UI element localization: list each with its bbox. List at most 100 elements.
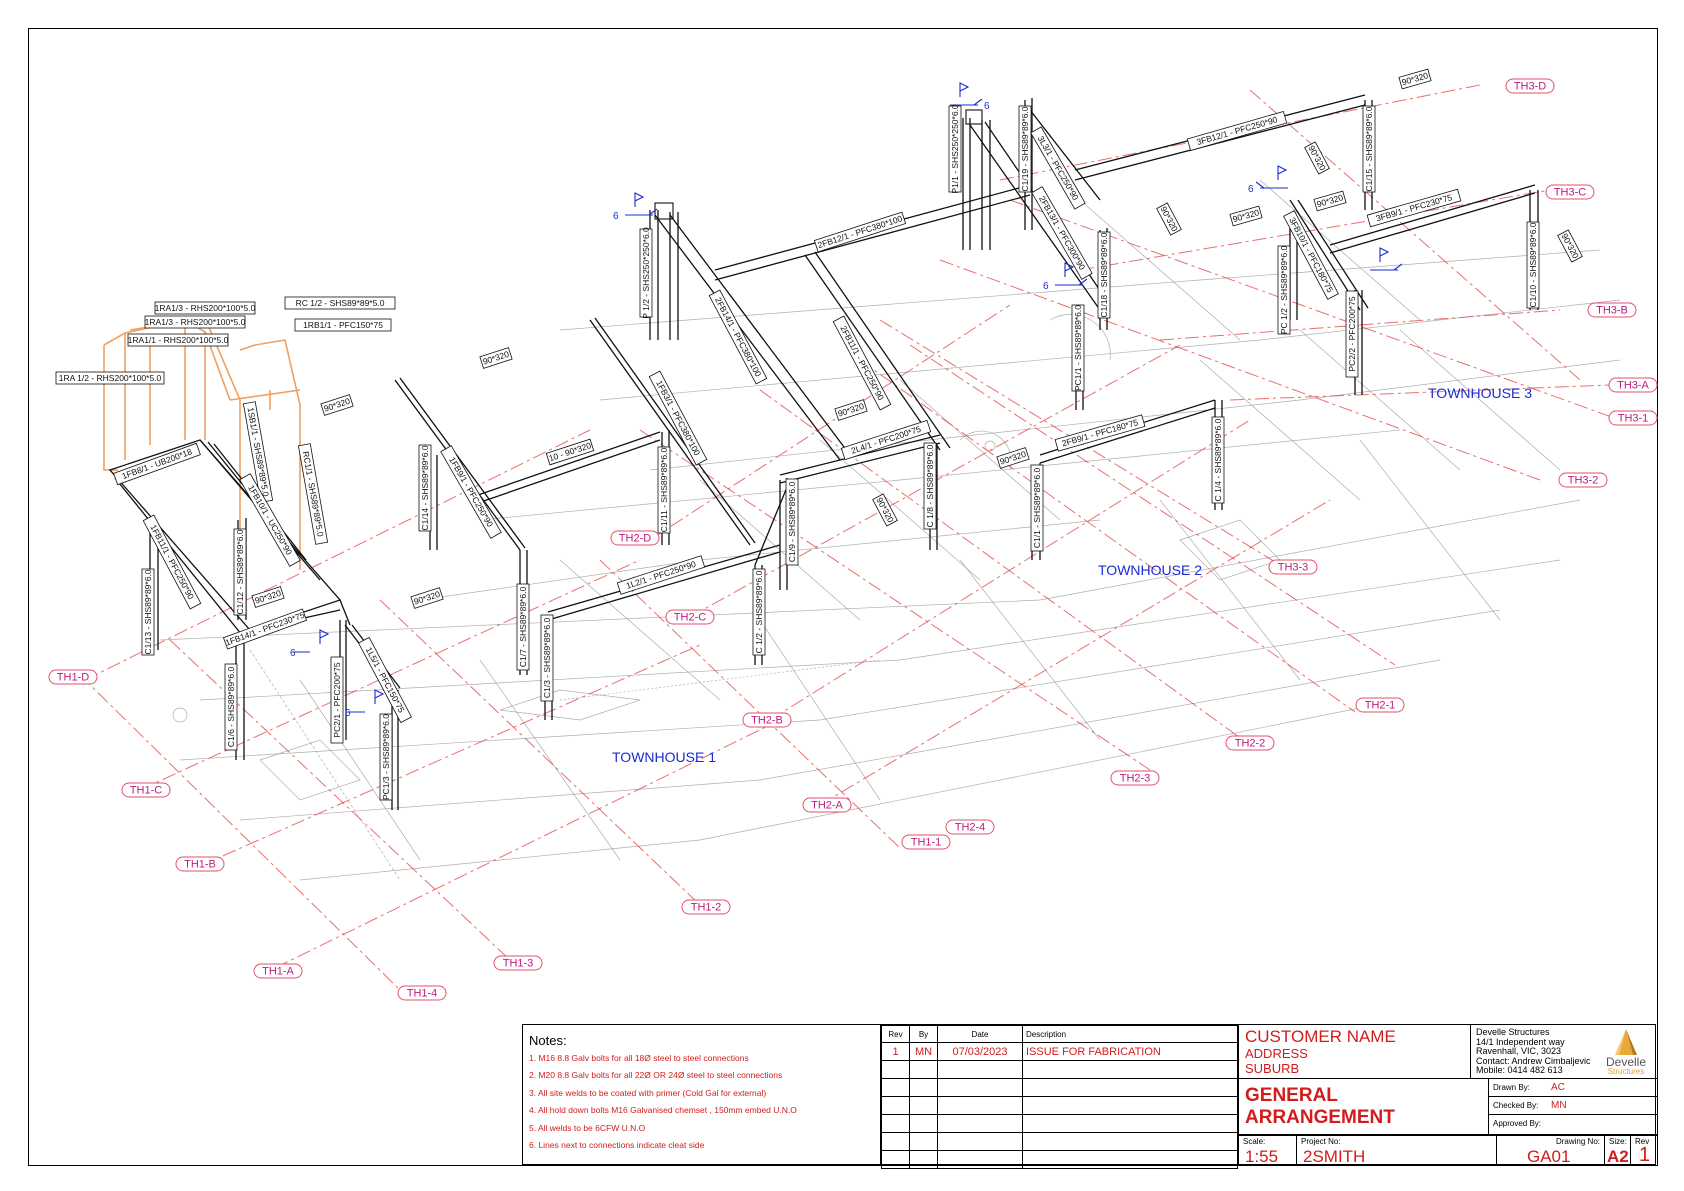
svg-text:C1/12 - SHS89*89*6.0: C1/12 - SHS89*89*6.0 <box>235 529 245 614</box>
grid-label-th3-a: TH3-A <box>1608 377 1658 393</box>
member-label: 2FB14/1 - PFC380*100 <box>708 289 768 385</box>
member-label: 2FB11/1 - PFC250*90 <box>832 315 892 411</box>
company-address-line1: 14/1 Independent way <box>1476 1036 1565 1047</box>
note-item: 1. M16 8.8 Galv bolts for all 18Ø steel … <box>529 1053 749 1063</box>
member-label: 1RA 1/2 - RHS200*100*5.0 <box>55 371 165 385</box>
grid-label-th3-3: TH3-3 <box>1268 559 1318 575</box>
svg-text:TH3-1: TH3-1 <box>1618 412 1649 424</box>
svg-text:1RA 1/2 - RHS200*100*5.0: 1RA 1/2 - RHS200*100*5.0 <box>59 373 162 383</box>
svg-text:C1/6 - SHS89*89*6.0: C1/6 - SHS89*89*6.0 <box>226 667 236 748</box>
svg-text:TH2-A: TH2-A <box>811 799 843 811</box>
dimension-label: 90*320 <box>410 587 444 609</box>
description-header: Description <box>1022 1025 1238 1043</box>
grid-label-th1-2: TH1-2 <box>681 899 731 915</box>
drawing-no-cell: Drawing No: GA01 <box>1497 1135 1605 1166</box>
svg-text:PC1/1 - SHS89*89*6.0: PC1/1 - SHS89*89*6.0 <box>1073 305 1083 391</box>
svg-text:TH3-B: TH3-B <box>1596 304 1628 316</box>
member-label: PC2/1 - PFC200*75 <box>330 656 344 744</box>
approved-by-row: Approved By: <box>1489 1115 1657 1135</box>
date-header: Date <box>937 1025 1023 1043</box>
svg-text:C1/19 - SHS89*89*6.0: C1/19 - SHS89*89*6.0 <box>1020 106 1030 191</box>
svg-text:TH1-C: TH1-C <box>130 784 162 796</box>
svg-text:C1/11 - SHS89*89*6.0: C1/11 - SHS89*89*6.0 <box>659 448 669 533</box>
svg-text:TH3-D: TH3-D <box>1514 80 1546 92</box>
svg-text:TH3-C: TH3-C <box>1554 186 1586 198</box>
dimension-label: 10 - 90*320 <box>545 438 595 466</box>
member-label: C1/6 - SHS89*89*6.0 <box>224 663 238 751</box>
svg-text:TH2-3: TH2-3 <box>1120 772 1151 784</box>
logo-mark-icon <box>1615 1029 1637 1055</box>
customer-address: ADDRESS <box>1245 1046 1308 1061</box>
grid-label-th2-1: TH2-1 <box>1355 697 1405 713</box>
svg-text:C1/3 - SHS89*89*6.0: C1/3 - SHS89*89*6.0 <box>542 618 552 699</box>
svg-text:1RB1/1 - PFC150*75: 1RB1/1 - PFC150*75 <box>303 320 383 330</box>
dimension-label: 90*320 <box>251 586 285 608</box>
member-label: C1/14 - SHS89*89*6.0 <box>418 444 432 532</box>
logo-text: Develle <box>1605 1054 1647 1069</box>
grid-label-th1-4: TH1-4 <box>397 985 447 1001</box>
dimension-label: 90*320 <box>996 447 1030 469</box>
svg-text:6: 6 <box>1248 184 1254 195</box>
project-no-value: 2SMITH <box>1303 1147 1366 1166</box>
svg-text:PC2/2 - PFC200*75: PC2/2 - PFC200*75 <box>1347 296 1357 371</box>
grid-label-th2-d: TH2-D <box>610 530 660 546</box>
member-label: 1FB9/1 - PFC250*90 <box>440 445 502 539</box>
member-label: 1L2/1 - PFC250*90 <box>616 555 706 595</box>
company-logo: Develle Structures <box>1601 1027 1651 1077</box>
dimension-label: 90*320 <box>1156 202 1182 236</box>
member-label: C1/11 - SHS89*89*6.0 <box>657 446 671 534</box>
dimension-label: 90*320 <box>479 347 513 369</box>
note-item: 6. Lines next to connections indicate cl… <box>529 1139 705 1150</box>
customer-panel: CUSTOMER NAME ADDRESS SUBURB <box>1239 1025 1471 1079</box>
drawing-no-value: GA01 <box>1527 1147 1571 1166</box>
grid-label-th2-a: TH2-A <box>802 797 852 813</box>
svg-text:1RA1/3 - RHS200*100*5.0: 1RA1/3 - RHS200*100*5.0 <box>145 317 246 327</box>
grid-label-th2-c: TH2-C <box>665 609 715 625</box>
member-label: C1/10 - SHS89*89*6.0 <box>1526 221 1540 309</box>
dimension-labels: 90*320 90*320 90*320 90*320 10 - 90*320 90*32… <box>251 68 1583 609</box>
checked-by-value: MN <box>1551 1100 1567 1111</box>
project-no-label: Project No: <box>1301 1137 1341 1146</box>
svg-text:TH1-B: TH1-B <box>184 858 216 870</box>
svg-text:1RA1/1 - RHS200*100*5.0: 1RA1/1 - RHS200*100*5.0 <box>128 335 229 345</box>
townhouse-1-label: TOWNHOUSE 1 <box>612 749 716 765</box>
scale-label: Scale: <box>1243 1137 1266 1146</box>
description-cell: ISSUE FOR FABRICATION <box>1022 1042 1238 1061</box>
post-cap <box>965 109 983 125</box>
member-label: C1/13 - SHS89*89*6.0 <box>141 568 155 656</box>
grid-label-th1-c: TH1-C <box>121 782 171 798</box>
grid-label-th3-d: TH3-D <box>1505 78 1555 94</box>
approved-by-label: Approved By: <box>1493 1119 1542 1128</box>
grid-label-th1-1: TH1-1 <box>901 834 951 850</box>
member-label: C1/19 - SHS89*89*6.0 <box>1018 105 1032 193</box>
member-label: 2L4/1 - PFC200*75 <box>840 419 932 461</box>
grid-label-th2-3: TH2-3 <box>1110 770 1160 786</box>
svg-text:6: 6 <box>345 708 351 719</box>
svg-text:C1/7 - SHS89*89*6.0: C1/7 - SHS89*89*6.0 <box>518 587 528 668</box>
member-label: P1/1 - SHS250*250*6.0 <box>948 104 962 194</box>
svg-text:6: 6 <box>984 101 990 112</box>
member-label: C1/3 - SHS89*89*6.0 <box>540 614 554 702</box>
dimension-label: 90*320 <box>834 399 868 421</box>
company-mobile: Mobile: 0414 482 613 <box>1476 1065 1563 1075</box>
member-label: C 1/4 - SHS89*89*6.0 <box>1211 416 1225 504</box>
svg-text:90*320: 90*320 <box>1559 232 1581 261</box>
checked-by-row: Checked By: MN <box>1489 1097 1657 1115</box>
svg-text:TH3-2: TH3-2 <box>1568 474 1599 486</box>
revision-row-empty <box>881 1150 1238 1169</box>
svg-text:TH2-B: TH2-B <box>751 714 783 726</box>
note-item: 5. All welds to be 6CFW U.N.O <box>529 1122 646 1133</box>
rev-label: Rev <box>1635 1137 1650 1146</box>
customer-name: CUSTOMER NAME <box>1245 1027 1396 1046</box>
svg-text:3FB9/1 - PFC230*75: 3FB9/1 - PFC230*75 <box>1375 192 1454 223</box>
company-address-line2: Ravenhall, VIC, 3023 <box>1476 1046 1562 1056</box>
revision-row-empty <box>881 1078 1238 1097</box>
grid-label-th1-b: TH1-B <box>175 856 225 872</box>
size-label: Size: <box>1609 1137 1627 1146</box>
grid-label-th2-2: TH2-2 <box>1225 735 1275 751</box>
weld-symbols: 6 6 6 6 6 6 <box>290 82 1403 719</box>
grid-lines <box>79 84 1621 991</box>
dimension-label: 90*320 <box>1304 141 1330 175</box>
dimension-label: 90*320 <box>1229 205 1263 227</box>
